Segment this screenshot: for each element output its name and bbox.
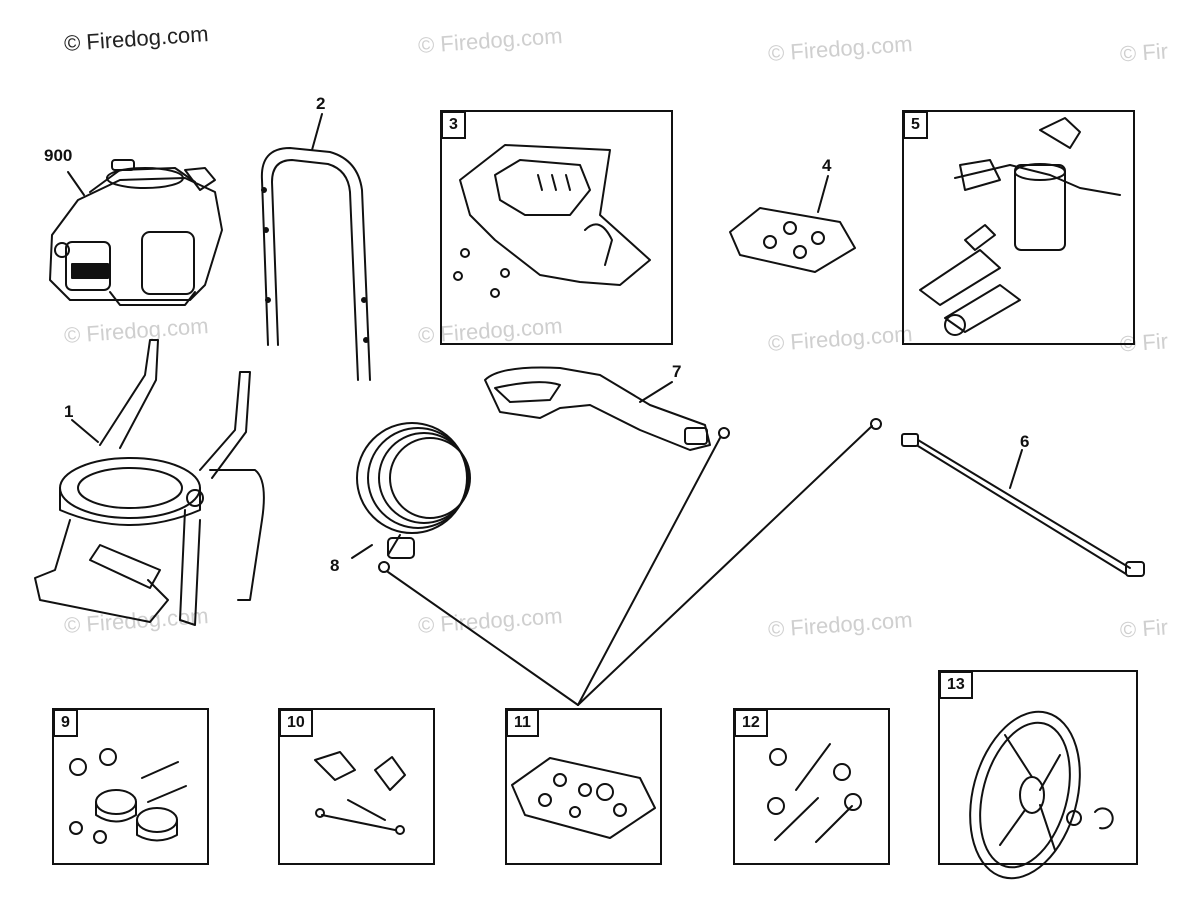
leader-line bbox=[639, 381, 673, 403]
guard-drawing bbox=[453, 144, 651, 298]
leader-line bbox=[67, 171, 85, 196]
box-number: 11 bbox=[506, 709, 539, 737]
box-number: 3 bbox=[441, 111, 466, 139]
part-box-wheel: 13 bbox=[938, 670, 1138, 865]
leader-line bbox=[351, 544, 373, 559]
engine-drawing bbox=[49, 159, 223, 306]
nozzle-kit-drawing bbox=[729, 207, 856, 273]
callout-hose: 8 bbox=[330, 556, 340, 575]
box-number: 5 bbox=[903, 111, 928, 139]
part-box-knob-kit: 10 bbox=[278, 708, 435, 865]
callout-engine: 900 bbox=[44, 146, 73, 165]
callout-handle: 2 bbox=[316, 94, 326, 113]
leader-line bbox=[387, 571, 579, 706]
bolt-kit-drawing bbox=[767, 743, 862, 843]
part-box-guard-kit: 3 bbox=[440, 110, 673, 345]
knob-kit-drawing bbox=[314, 751, 406, 835]
callout-frame: 1 bbox=[64, 402, 74, 421]
leader-line bbox=[817, 175, 829, 213]
frame-drawing bbox=[34, 339, 265, 626]
box-number: 10 bbox=[279, 709, 313, 737]
leader-line bbox=[577, 425, 873, 706]
leader-line bbox=[577, 437, 721, 706]
oring-kit-drawing bbox=[511, 757, 656, 839]
part-box-foot-kit: 9 bbox=[52, 708, 209, 865]
box-number: 9 bbox=[53, 709, 78, 737]
wheel-drawing bbox=[969, 710, 1114, 880]
wand-drawing bbox=[870, 418, 1145, 577]
leader-line bbox=[1009, 449, 1023, 489]
hose-drawing bbox=[356, 422, 471, 573]
pump-drawing bbox=[919, 117, 1121, 336]
leader-line bbox=[311, 113, 323, 151]
box-number: 12 bbox=[734, 709, 768, 737]
callout-wand: 6 bbox=[1020, 432, 1030, 451]
part-box-oring-kit: 11 bbox=[505, 708, 662, 865]
handle-drawing bbox=[260, 147, 371, 381]
foot-kit-drawing bbox=[69, 748, 187, 844]
callout-gun: 7 bbox=[672, 362, 682, 381]
callout-nozzle-kit: 4 bbox=[822, 156, 832, 175]
box-number: 13 bbox=[939, 671, 973, 699]
gun-drawing bbox=[484, 366, 730, 451]
part-box-bolt-kit: 12 bbox=[733, 708, 890, 865]
leader-line bbox=[71, 419, 99, 443]
part-box-pump: 5 bbox=[902, 110, 1135, 345]
